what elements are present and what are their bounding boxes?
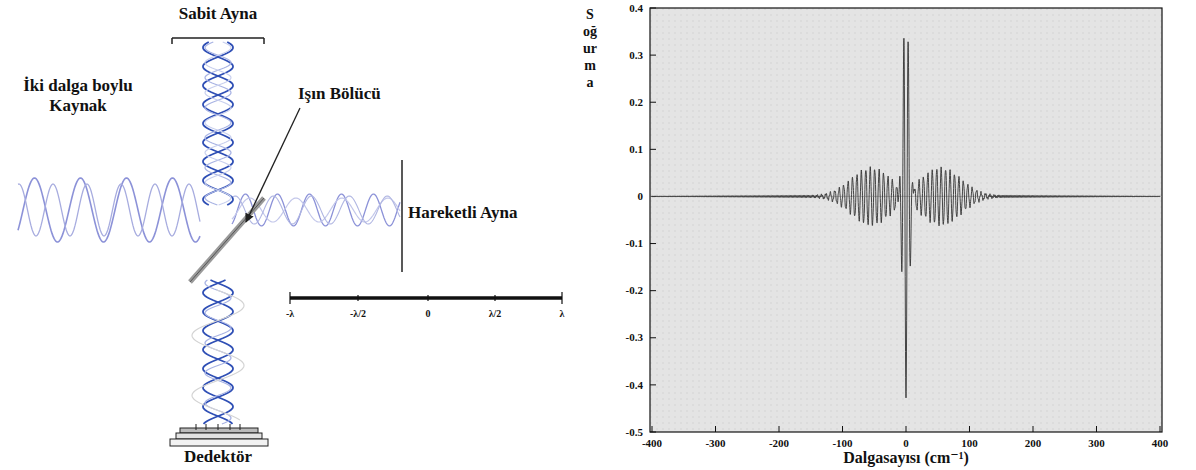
tick-value: -300 xyxy=(705,437,725,450)
tick-value: -0.5 xyxy=(626,426,643,439)
axis-ticks xyxy=(650,8,1160,432)
scale-value: λ xyxy=(560,308,565,320)
wave xyxy=(203,280,233,424)
interferogram-curve xyxy=(652,38,1160,398)
scale-value: 0 xyxy=(426,308,431,320)
scale-value: -λ xyxy=(286,308,294,320)
tick-value: -200 xyxy=(769,437,789,450)
tick-value: 400 xyxy=(1152,437,1169,450)
axis-title: Soğurma xyxy=(583,6,597,91)
axis-title: Dalgasayısı (cm⁻¹) xyxy=(843,449,969,467)
tick-value: 0.4 xyxy=(629,2,643,15)
tick-value: -0.4 xyxy=(626,379,643,392)
tick-value: 0.1 xyxy=(629,143,643,156)
wave xyxy=(18,184,200,236)
wave xyxy=(232,196,400,224)
wave xyxy=(205,42,231,205)
tick-value: -0.1 xyxy=(626,237,643,250)
detector-label: Dedektör xyxy=(184,447,252,467)
tick-value: -0.3 xyxy=(626,331,643,344)
source-label: İki dalga boylu Kaynak xyxy=(8,76,148,115)
tick-value: 200 xyxy=(1025,437,1042,450)
scale-bar xyxy=(290,292,562,304)
scale-value: λ/2 xyxy=(489,308,502,320)
tick-value: -100 xyxy=(832,437,852,450)
tick-value: -400 xyxy=(642,437,662,450)
detector xyxy=(170,424,268,446)
tick-value: 0.3 xyxy=(629,49,643,62)
leader-line xyxy=(246,108,300,222)
wave xyxy=(203,42,233,205)
beam-splitter xyxy=(190,198,264,282)
plot-area xyxy=(650,8,1162,432)
beam-splitter-edge xyxy=(190,198,264,282)
scale-value: -λ/2 xyxy=(350,308,366,320)
wave xyxy=(205,42,231,205)
part-label: Işın Bölücü xyxy=(298,84,381,104)
fixed-mirror xyxy=(172,38,264,44)
wave xyxy=(203,42,233,205)
mirror-label: Hareketli Ayna xyxy=(408,203,517,223)
tick-value: 0 xyxy=(638,190,644,203)
wave xyxy=(203,280,233,424)
wave xyxy=(18,178,200,242)
tick-value: 100 xyxy=(961,437,978,450)
tick-value: 0.2 xyxy=(629,96,643,109)
wave xyxy=(232,198,400,222)
tick-value: 300 xyxy=(1088,437,1105,450)
tick-value: -0.2 xyxy=(626,284,643,297)
wave xyxy=(192,290,244,420)
mirror-label: Sabit Ayna xyxy=(179,4,258,24)
tick-value: 0 xyxy=(903,437,909,450)
moving-mirror xyxy=(401,160,403,272)
wave xyxy=(205,280,231,424)
